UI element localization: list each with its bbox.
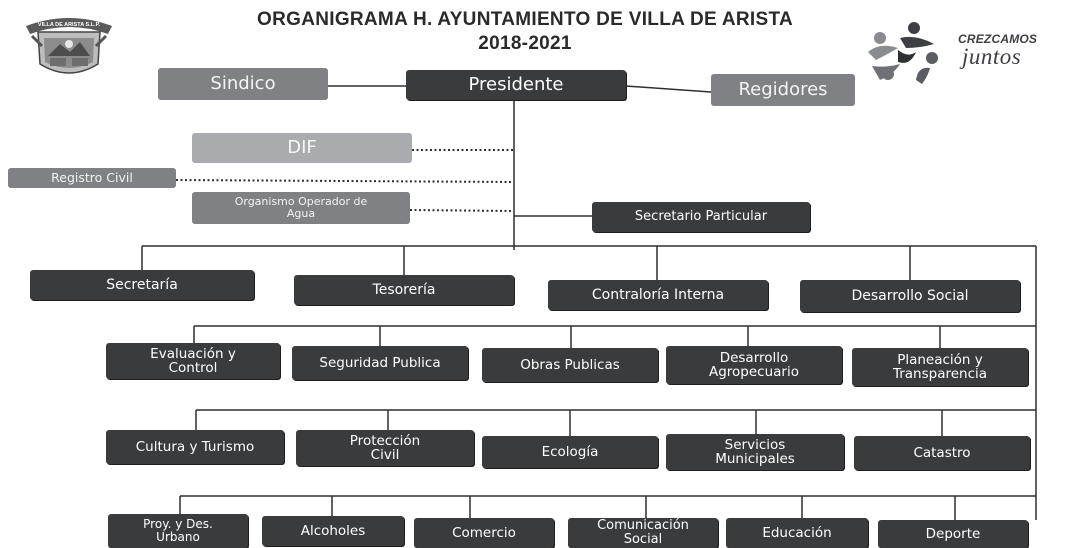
node-proteccion-civil[interactable]: Protección Civil [296, 430, 474, 466]
node-desarrollo-agropecuario[interactable]: Desarrollo Agropecuario [666, 346, 842, 384]
node-servicios-municipales[interactable]: Servicios Municipales [666, 434, 844, 470]
node-deporte[interactable]: Deporte [878, 520, 1028, 548]
logo-text-crezcamos: CREZCAMOS [958, 32, 1038, 46]
node-seguridad-publica[interactable]: Seguridad Publica [292, 346, 468, 380]
municipal-seal-logo: VILLA DE ARISTA S.L.P. [26, 18, 112, 74]
node-alcoholes[interactable]: Alcoholes [262, 516, 404, 546]
seal-text: VILLA DE ARISTA S.L.P. [38, 22, 101, 28]
node-regidores[interactable]: Regidores [711, 74, 855, 106]
node-planeacion-transparencia[interactable]: Planeación y Transparencia [852, 348, 1028, 386]
node-proy-des-urbano[interactable]: Proy. y Des. Urbano [108, 514, 248, 548]
chart-title: ORGANIGRAMA H. AYUNTAMIENTO DE VILLA DE … [215, 8, 835, 56]
chart-title-line2: 2018-2021 [478, 33, 572, 54]
node-sindico[interactable]: Sindico [158, 68, 328, 100]
node-ecologia[interactable]: Ecología [482, 436, 658, 468]
node-educacion[interactable]: Educación [726, 518, 868, 548]
node-presidente[interactable]: Presidente [406, 70, 626, 100]
node-secretaria[interactable]: Secretaría [30, 270, 254, 300]
logo-text-juntos: juntos [962, 44, 1022, 69]
node-secretario-particular[interactable]: Secretario Particular [592, 202, 810, 232]
node-cultura-turismo[interactable]: Cultura y Turismo [106, 430, 284, 464]
node-contraloria-interna[interactable]: Contraloría Interna [548, 280, 768, 310]
node-obras-publicas[interactable]: Obras Publicas [482, 348, 658, 382]
node-registro-civil[interactable]: Registro Civil [8, 168, 176, 188]
people-swirl-icon [868, 22, 938, 84]
node-dif[interactable]: DIF [192, 133, 412, 163]
node-evaluacion-control[interactable]: Evaluación y Control [106, 343, 280, 379]
node-desarrollo-social[interactable]: Desarrollo Social [800, 280, 1020, 312]
node-catastro[interactable]: Catastro [854, 436, 1030, 470]
node-tesoreria[interactable]: Tesorería [294, 275, 514, 305]
crezcamos-juntos-logo: CREZCAMOS juntos [858, 18, 1058, 90]
node-comercio[interactable]: Comercio [414, 518, 554, 548]
node-comunicacion-social[interactable]: Comunicación Social [568, 518, 718, 548]
node-organismo-agua[interactable]: Organismo Operador de Agua [192, 192, 410, 224]
chart-title-line1: ORGANIGRAMA H. AYUNTAMIENTO DE VILLA DE … [257, 9, 793, 30]
